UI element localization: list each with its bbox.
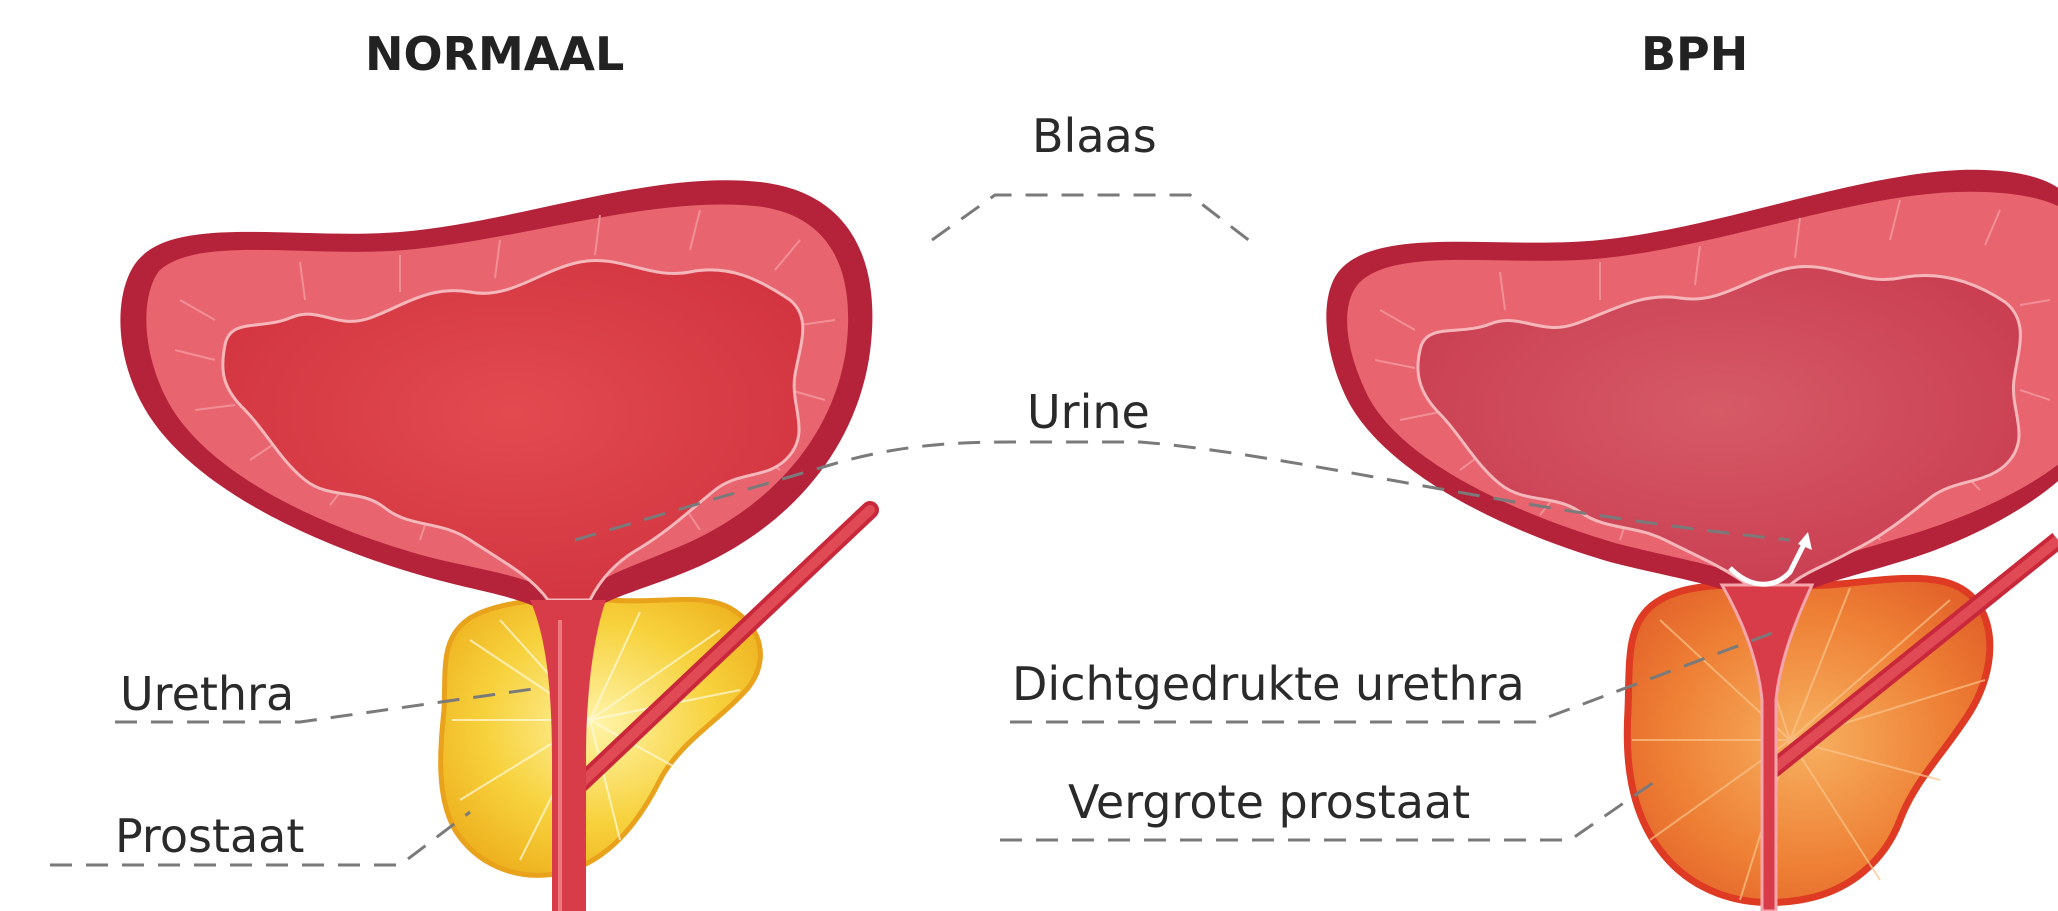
label-compressed-urethra: Dichtgedrukte urethra: [1012, 657, 1525, 711]
leader-bladder: [932, 195, 1255, 245]
label-urine: Urine: [1027, 385, 1150, 439]
label-enlarged-prostate: Vergrote prostaat: [1068, 775, 1470, 829]
normal-prostate: [441, 599, 761, 876]
label-bladder: Blaas: [1032, 109, 1157, 163]
normal-panel: [120, 180, 872, 911]
normal-title: NORMAAL: [365, 27, 624, 81]
label-prostate: Prostaat: [115, 809, 304, 863]
bph-title: BPH: [1641, 27, 1748, 81]
label-urethra: Urethra: [120, 667, 294, 721]
